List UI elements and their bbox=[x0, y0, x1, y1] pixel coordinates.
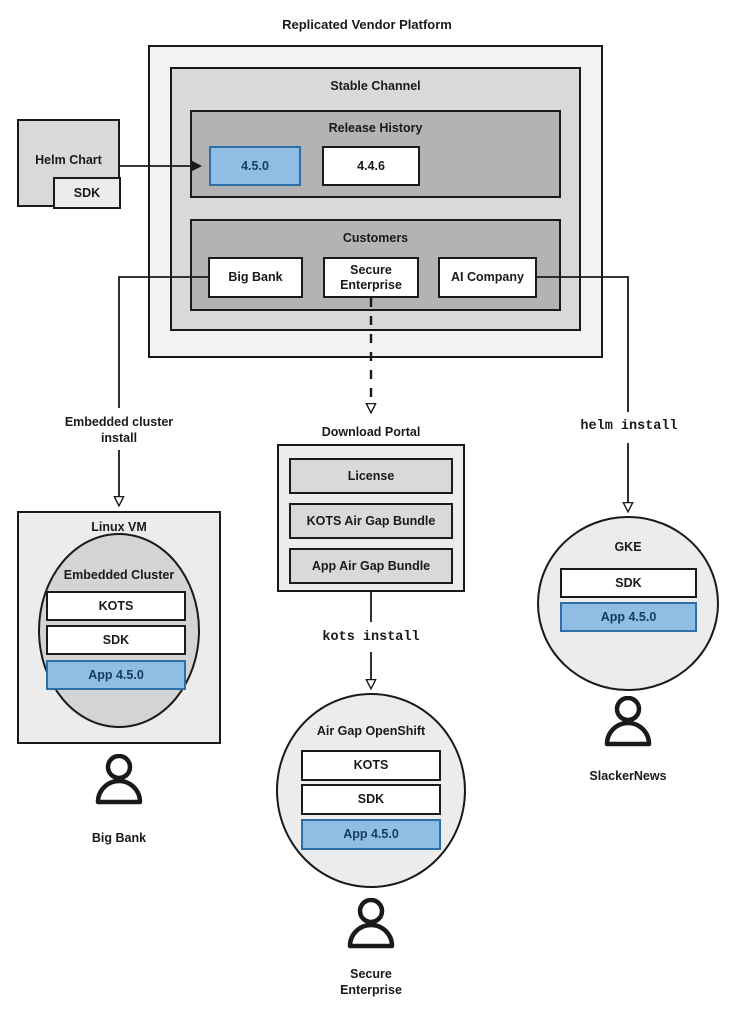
page-title: Replicated Vendor Platform bbox=[282, 17, 452, 32]
edge-label-embedded-cluster-install: Embedded cluster install bbox=[64, 415, 174, 445]
download-portal-item-app-air-gap-bundle[interactable]: App Air Gap Bundle bbox=[289, 548, 453, 584]
air-gap-openshift-label: Air Gap OpenShift bbox=[316, 724, 426, 738]
customers-label: Customers bbox=[342, 231, 409, 245]
customer-ai-company[interactable]: AI Company bbox=[438, 257, 537, 298]
customer-big-bank[interactable]: Big Bank bbox=[208, 257, 303, 298]
customer-caption-slackernews: SlackerNews bbox=[589, 769, 667, 783]
helm-chart-label: Helm Chart bbox=[35, 153, 102, 167]
linux-vm-label: Linux VM bbox=[91, 520, 147, 534]
linux-vm-component-kots[interactable]: KOTS bbox=[46, 591, 186, 621]
person-icon-big-bank bbox=[92, 753, 146, 808]
release-4-5-0[interactable]: 4.5.0 bbox=[209, 146, 301, 186]
customer-caption-secure-enterprise: Secure Enterprise bbox=[340, 967, 402, 998]
air-gap-openshift-component-app[interactable]: App 4.5.0 bbox=[301, 819, 441, 850]
embedded-cluster-label: Embedded Cluster bbox=[63, 568, 175, 582]
linux-vm-component-sdk[interactable]: SDK bbox=[46, 625, 186, 655]
customer-caption-big-bank: Big Bank bbox=[91, 831, 147, 845]
customer-secure-enterprise[interactable]: Secure Enterprise bbox=[323, 257, 419, 298]
helm-chart-sdk-box[interactable]: SDK bbox=[53, 177, 121, 209]
gke-component-app[interactable]: App 4.5.0 bbox=[560, 602, 697, 632]
air-gap-openshift-component-sdk[interactable]: SDK bbox=[301, 784, 441, 815]
release-history-label: Release History bbox=[328, 121, 423, 135]
air-gap-openshift-component-kots[interactable]: KOTS bbox=[301, 750, 441, 781]
gke-component-sdk[interactable]: SDK bbox=[560, 568, 697, 598]
edge-label-helm-install: helm install bbox=[580, 418, 678, 434]
download-portal-item-license[interactable]: License bbox=[289, 458, 453, 494]
linux-vm-component-app[interactable]: App 4.5.0 bbox=[46, 660, 186, 690]
stable-channel-label: Stable Channel bbox=[330, 79, 421, 93]
release-4-4-6[interactable]: 4.4.6 bbox=[322, 146, 420, 186]
edge-label-kots-install: kots install bbox=[322, 629, 420, 645]
gke-label: GKE bbox=[614, 540, 642, 554]
download-portal-label: Download Portal bbox=[321, 425, 421, 439]
download-portal-item-kots-air-gap-bundle[interactable]: KOTS Air Gap Bundle bbox=[289, 503, 453, 539]
person-icon-slackernews bbox=[601, 695, 655, 750]
person-icon-secure-enterprise bbox=[344, 897, 398, 952]
